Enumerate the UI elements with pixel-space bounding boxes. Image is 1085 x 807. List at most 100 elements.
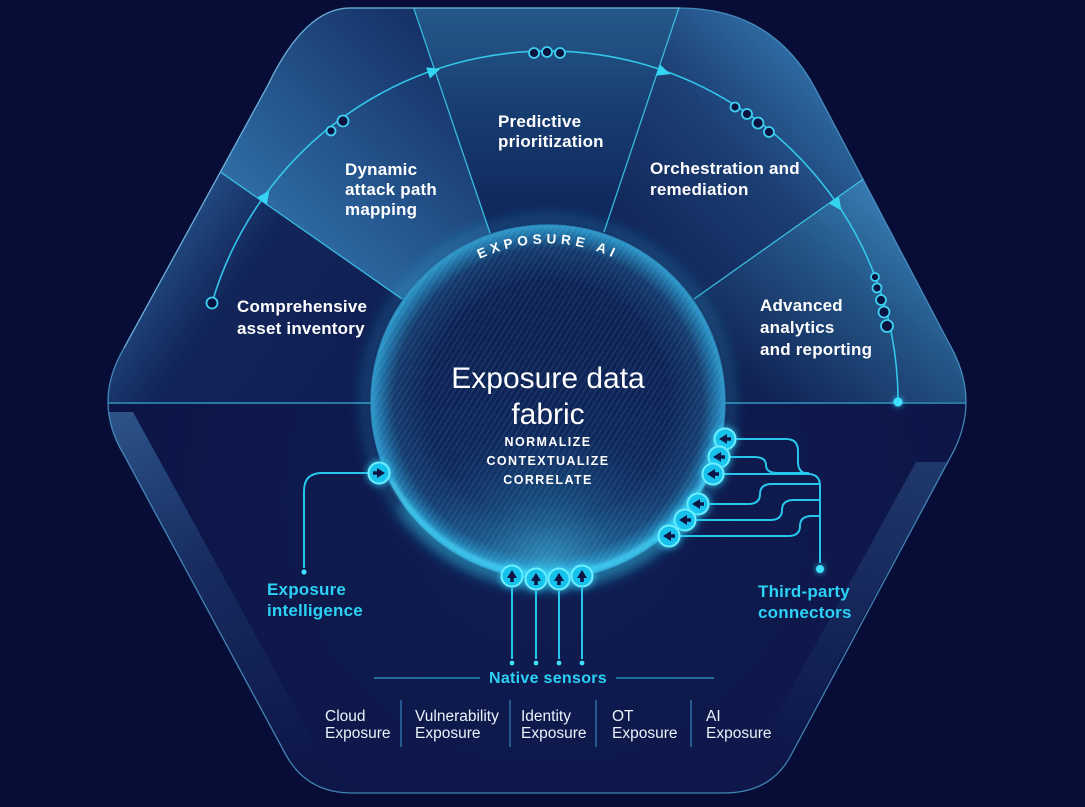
sensor-vulnerability-exposure: Vulnerability Exposure	[415, 708, 499, 742]
line-end-dot	[509, 660, 515, 666]
sensor-label-line: OT	[612, 708, 634, 725]
input-label-line: Third-party	[758, 582, 850, 601]
native-sensor-node-4	[570, 564, 594, 588]
third-party-node-4	[686, 492, 710, 516]
connector-lines	[303, 438, 821, 659]
sensor-ot-exposure: OT Exposure	[612, 708, 677, 742]
arrow-up-icon	[507, 570, 517, 582]
third-party-line-6	[680, 515, 820, 537]
arc-ring	[554, 47, 566, 59]
sensor-identity-exposure: Identity Exposure	[521, 708, 586, 742]
sensor-label-line: Exposure	[325, 725, 390, 742]
sensor-label-line: Exposure	[415, 725, 480, 742]
label-exposure-intelligence: Exposure intelligence	[267, 580, 363, 620]
input-label-line: connectors	[758, 603, 852, 622]
input-labels: Exposure intelligence Third-party connec…	[267, 580, 852, 747]
arrow-up-icon	[577, 570, 587, 582]
arc-path	[211, 50, 899, 403]
label-comprehensive-asset-inventory: Comprehensive asset inventory	[237, 297, 367, 338]
capability-label-line: Advanced	[760, 296, 843, 315]
wedge-predictive-prioritization	[323, 8, 768, 402]
capability-label-line: Orchestration and	[650, 159, 800, 178]
arc-arrowhead-icon	[829, 196, 842, 211]
line-end-dot	[556, 660, 562, 666]
hub-title-line2: fabric	[511, 398, 584, 431]
sensor-label-line: Exposure	[706, 725, 771, 742]
label-dynamic-attack-path-mapping: Dynamic attack path mapping	[345, 160, 437, 219]
sensor-label-line: Vulnerability	[415, 708, 499, 725]
sensor-label-line: Cloud	[325, 708, 366, 725]
label-advanced-analytics-and-reporting: Advanced analytics and reporting	[760, 296, 872, 359]
third-party-node-6	[657, 524, 681, 548]
capability-label-line: Comprehensive	[237, 297, 367, 316]
sensor-ai-exposure: AI Exposure	[706, 708, 771, 742]
capability-label-line: attack path	[345, 180, 437, 199]
label-predictive-prioritization: Predictive prioritization	[498, 112, 604, 151]
arc-ring	[205, 296, 219, 310]
arrow-right-icon	[373, 468, 385, 478]
native-sensor-node-1	[500, 564, 524, 588]
arc-end-dot	[893, 397, 903, 407]
capability-labels: Comprehensive asset inventory Dynamic at…	[237, 112, 872, 359]
connector-end-dots	[301, 565, 824, 666]
third-party-line-4	[709, 483, 820, 505]
arrow-up-icon	[554, 573, 564, 585]
native-sensor-node-3	[547, 567, 571, 591]
sensor-label-line: Exposure	[612, 725, 677, 742]
arc-ring	[877, 305, 891, 319]
hexagon-outline-highlight	[123, 7, 680, 349]
sensor-columns: Cloud Exposure Vulnerability Exposure Id…	[325, 700, 771, 747]
line-end-dot	[301, 569, 307, 575]
native-sensor-node-2	[524, 567, 548, 591]
line-end-dot	[579, 660, 585, 666]
native-sensors-section: Native sensors Cloud Exposure Vulnerabil…	[325, 670, 771, 747]
arc-ring	[871, 282, 883, 294]
native-sensor-nodes	[500, 564, 594, 591]
arc-rings	[205, 46, 894, 333]
third-party-connector-nodes	[657, 427, 737, 548]
arrow-up-icon	[531, 573, 541, 585]
arrow-left-icon	[707, 469, 719, 479]
arc-ring	[528, 47, 540, 59]
native-sensors-title: Native sensors	[489, 670, 607, 687]
arc-ring	[336, 114, 350, 128]
arc-ring	[741, 108, 753, 120]
connector-nodes	[367, 427, 737, 591]
progression-arc	[205, 46, 903, 407]
arc-ring	[875, 294, 887, 306]
arrow-left-icon	[713, 452, 725, 462]
capability-label-line: and reporting	[760, 340, 872, 359]
hub-function-correlate: CORRELATE	[503, 473, 592, 487]
hub-function-contextualize: CONTEXTUALIZE	[486, 454, 609, 468]
arc-arrowheads	[257, 64, 842, 211]
lower-right-edge-band	[754, 462, 948, 757]
arrow-left-icon	[719, 434, 731, 444]
capability-label-line: analytics	[760, 318, 835, 337]
sensor-cloud-exposure: Cloud Exposure	[325, 708, 390, 742]
third-party-line-2	[730, 456, 809, 474]
arc-ring	[541, 46, 553, 58]
capability-label-line: Predictive	[498, 112, 581, 131]
line-end-dot	[533, 660, 539, 666]
third-party-line-3-trunk	[724, 473, 821, 563]
boundary-3	[603, 8, 719, 233]
third-party-node-3	[701, 462, 725, 486]
hub-circle-overlays	[371, 225, 725, 579]
hub-hatch-texture	[371, 225, 725, 579]
capability-label-line: mapping	[345, 200, 417, 219]
capability-label-line: prioritization	[498, 132, 604, 151]
arrow-left-icon	[679, 515, 691, 525]
arrow-left-icon	[692, 499, 704, 509]
arc-ring	[880, 319, 894, 333]
sensor-label-line: Identity	[521, 708, 571, 725]
exposure-data-fabric-hub: EXPOSURE AI Exposure data fabric NORMALI…	[362, 216, 734, 588]
exposure-intelligence-line	[303, 472, 368, 568]
boundary-2	[373, 8, 491, 234]
exposure-intelligence-node	[367, 461, 391, 485]
third-party-node-5	[673, 508, 697, 532]
arrow-left-icon	[663, 531, 675, 541]
third-party-line-5	[696, 499, 820, 521]
arc-ring	[870, 272, 880, 282]
arc-ring	[751, 116, 765, 130]
